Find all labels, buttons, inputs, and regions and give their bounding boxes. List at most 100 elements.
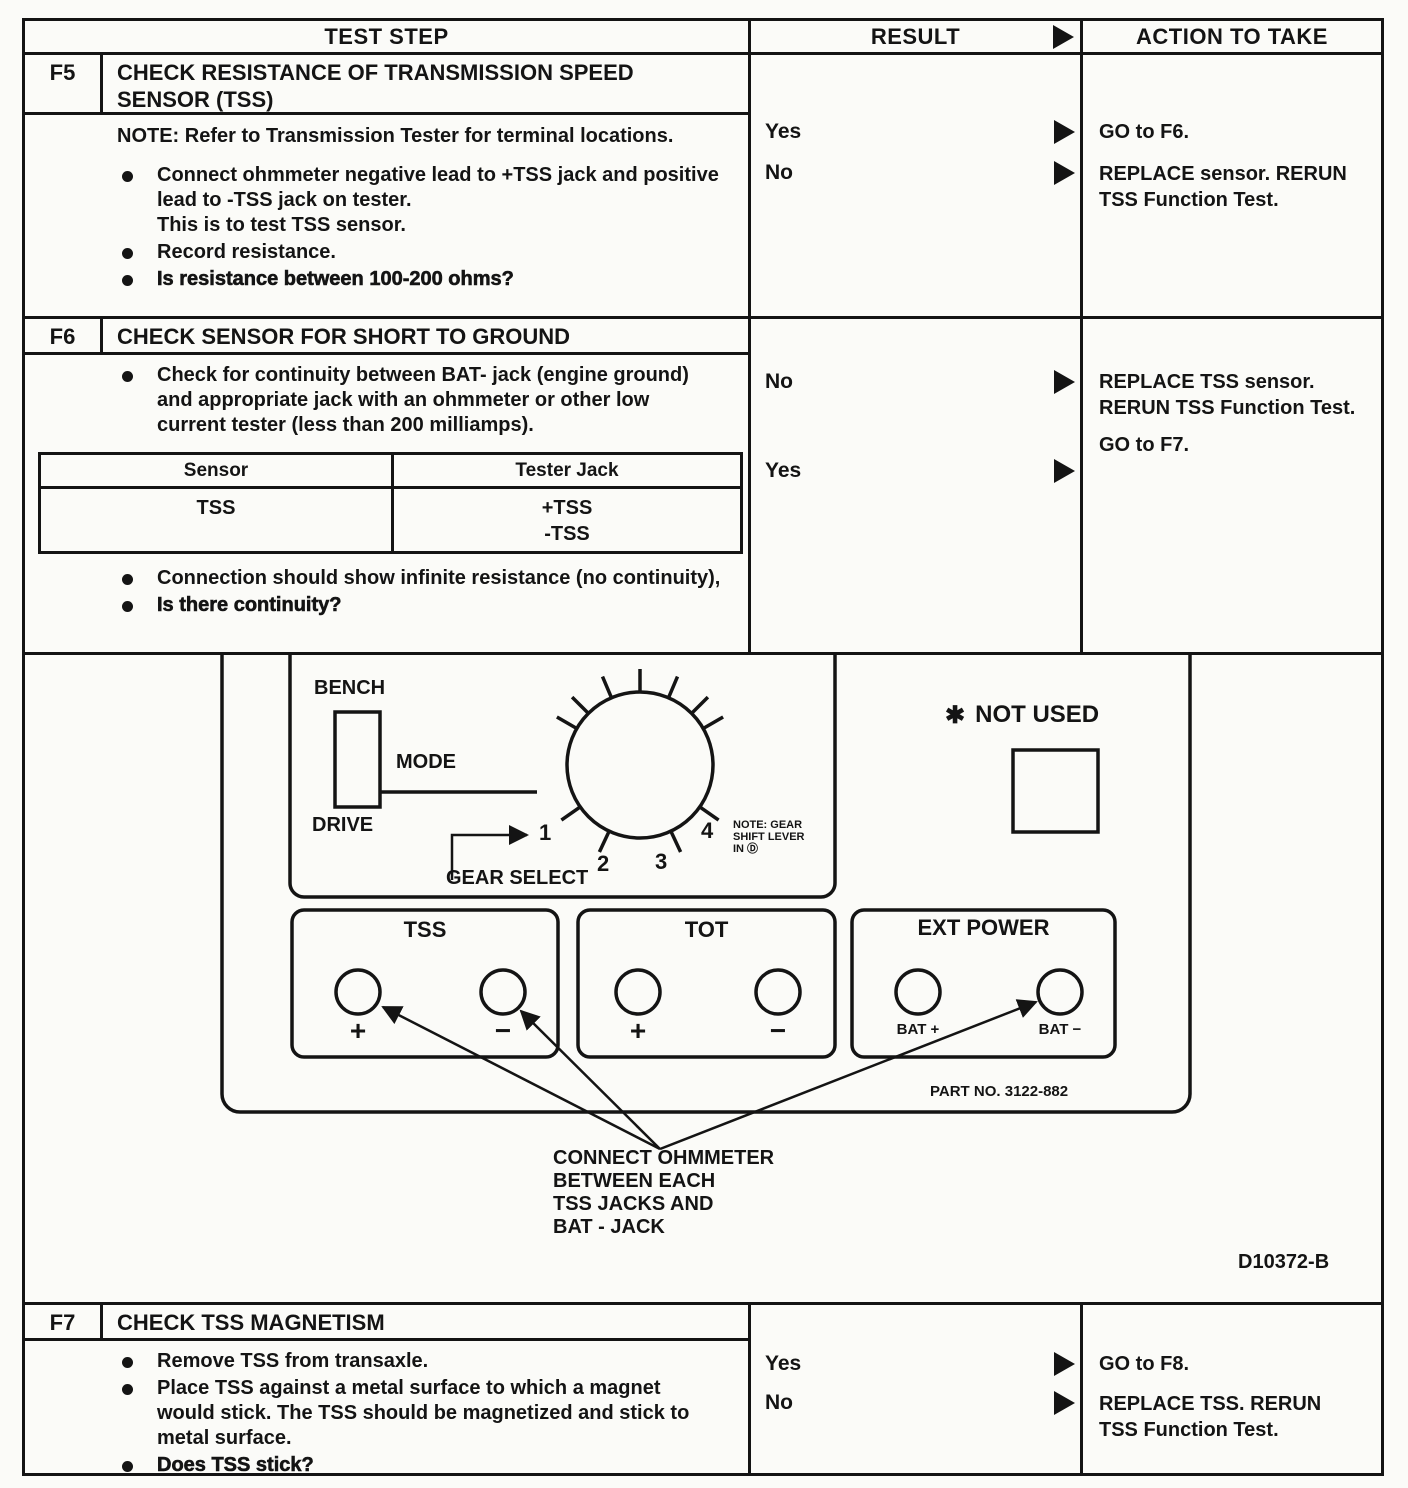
control-panel-outline <box>288 655 837 899</box>
bullet-icon <box>122 248 133 259</box>
result-header-arrow-icon <box>1053 24 1074 49</box>
callout-arrow <box>659 999 1038 1151</box>
part-number: PART NO. 3122-882 <box>930 1083 1069 1100</box>
tester-diagram-drawing <box>220 655 1192 1151</box>
f5-step-title: CHECK RESISTANCE OF TRANSMISSION SPEED S… <box>117 60 634 112</box>
ohmmeter-callout: CONNECT OHMMETER BETWEEN EACH TSS JACKS … <box>553 1147 775 1238</box>
sensor-jack-table-header: Sensor Tester Jack <box>41 455 740 489</box>
dial-tick <box>666 675 680 699</box>
dial-tick <box>597 830 611 853</box>
f5-action-cell: GO to F6. REPLACE sensor. RERUN TSS Func… <box>1083 55 1381 316</box>
tss-panel-outline <box>290 908 560 1059</box>
bullet-text: Remove TSS from transaxle. <box>157 1350 429 1372</box>
f6-bullet-2: Connection should show infinite resistan… <box>122 566 748 591</box>
bullet-text: Place TSS against a metal surface to whi… <box>157 1377 690 1449</box>
bullet-icon <box>122 601 133 612</box>
drive-label: DRIVE <box>312 814 374 836</box>
result-entry: No <box>751 160 1080 185</box>
f5-bullet-1: Connect ohmmeter negative lead to +TSS j… <box>122 163 748 238</box>
gear-number-2: 2 <box>597 851 610 876</box>
gear-number-3: 3 <box>655 849 668 874</box>
action-text: REPLACE TSS. RERUN TSS Function Test. <box>1099 1393 1322 1441</box>
f5-bullet-3: Is resistance between 100-200 ohms? <box>122 267 748 292</box>
callout-arrow <box>381 1005 661 1151</box>
f7-test-step-cell: F7 CHECK TSS MAGNETISM Remove TSS from t… <box>25 1305 751 1478</box>
tss-minus-jack <box>479 968 527 1016</box>
result-arrow-icon <box>1054 1351 1075 1376</box>
f5-note: NOTE: Refer to Transmission Tester for t… <box>117 125 674 147</box>
tot-plus-label: + <box>629 1015 647 1046</box>
not-used-group: ✱ NOT USED <box>945 701 1099 730</box>
f5-test-step-cell: F5 CHECK RESISTANCE OF TRANSMISSION SPEE… <box>25 55 751 316</box>
gear-number-4: 4 <box>701 818 714 843</box>
result-arrow-icon <box>1054 160 1075 185</box>
result-label: No <box>765 161 793 184</box>
gear-number-1: 1 <box>539 820 552 845</box>
bullet-text: Check for continuity between BAT- jack (… <box>157 364 689 436</box>
table-cell: TSS <box>196 497 236 519</box>
bullet-icon <box>122 1461 133 1472</box>
diagnostic-table: TEST STEP RESULT ACTION TO TAKE F5 CHECK… <box>22 18 1384 1476</box>
tot-plus-jack <box>614 968 662 1016</box>
bat-plus-jack <box>894 968 942 1016</box>
action-text: REPLACE sensor. RERUN TSS Function Test. <box>1099 163 1347 211</box>
header-result-label: RESULT <box>870 23 961 49</box>
result-label: Yes <box>765 120 802 143</box>
table-cell: +TSS -TSS <box>391 489 740 551</box>
action-text: GO to F6. <box>1099 121 1189 143</box>
f7-title-row: F7 CHECK TSS MAGNETISM <box>25 1305 748 1341</box>
header-action: ACTION TO TAKE <box>1083 21 1381 52</box>
ext-power-panel-title: EXT POWER <box>917 915 1050 940</box>
f6-title-row: F6 CHECK SENSOR FOR SHORT TO GROUND <box>25 319 748 355</box>
bullet-icon <box>122 371 133 382</box>
dial-tick <box>600 675 614 699</box>
result-label: Yes <box>765 459 802 482</box>
figure-id: D10372-B <box>1238 1251 1330 1273</box>
f7-step-title: CHECK TSS MAGNETISM <box>117 1310 385 1335</box>
dial-tick <box>698 805 720 822</box>
gear-select-dial <box>565 690 715 840</box>
tot-minus-label: − <box>769 1015 787 1046</box>
sensor-jack-table-row: TSS +TSS -TSS <box>41 489 740 551</box>
gear-shift-note: NOTE: GEAR SHIFT LEVER IN Ⓓ <box>733 819 805 855</box>
f6-result-cell: No Yes <box>751 319 1083 652</box>
dial-tick <box>556 715 578 731</box>
f7-step-body: Remove TSS from transaxle. Place TSS aga… <box>25 1341 748 1478</box>
result-arrow-icon <box>1054 119 1075 144</box>
f6-bullet-3: Is there continuity? <box>122 593 748 618</box>
callout-arrow <box>519 1009 661 1150</box>
bullet-icon <box>122 574 133 585</box>
action-text: REPLACE TSS sensor. RERUN TSS Function T… <box>1099 371 1356 419</box>
column-header: Sensor <box>183 459 249 481</box>
step-row-f6: F6 CHECK SENSOR FOR SHORT TO GROUND Chec… <box>25 319 1381 655</box>
tot-minus-jack <box>754 968 802 1016</box>
gear-select-arrow <box>450 825 529 880</box>
bullet-text: Connection should show infinite resistan… <box>157 567 721 589</box>
f6-bullet-1: Check for continuity between BAT- jack (… <box>122 363 748 438</box>
f7-action-cell: GO to F8. REPLACE TSS. RERUN TSS Functio… <box>1083 1305 1381 1475</box>
tss-panel-title: TSS <box>403 917 447 942</box>
dial-tick <box>669 830 683 853</box>
action-text: GO to F8. <box>1099 1353 1189 1375</box>
f5-step-id: F5 <box>25 55 103 112</box>
bullet-text: Connect ohmmeter negative lead to +TSS j… <box>157 164 719 236</box>
result-entry: Yes <box>751 458 1080 483</box>
bullet-icon <box>122 1357 133 1368</box>
tot-panel-outline <box>576 908 837 1059</box>
f6-step-title: CHECK SENSOR FOR SHORT TO GROUND <box>117 324 571 349</box>
tot-panel-title: TOT <box>684 917 729 942</box>
result-entry: Yes <box>751 119 1080 144</box>
table-header-row: TEST STEP RESULT ACTION TO TAKE <box>25 21 1381 55</box>
action-text: GO to F7. <box>1099 434 1189 456</box>
not-used-square <box>1011 748 1100 834</box>
bat-minus-label: BAT − <box>1038 1021 1082 1038</box>
result-entry: No <box>751 369 1080 394</box>
bench-label: BENCH <box>314 677 386 699</box>
bullet-icon <box>122 275 133 286</box>
dial-tick <box>690 695 710 715</box>
asterisk-icon: ✱ <box>945 702 966 729</box>
bullet-icon <box>122 171 133 182</box>
f5-bullet-2: Record resistance. <box>122 240 748 265</box>
f5-step-body: NOTE: Refer to Transmission Tester for t… <box>25 115 748 292</box>
tss-plus-label: + <box>349 1015 367 1046</box>
